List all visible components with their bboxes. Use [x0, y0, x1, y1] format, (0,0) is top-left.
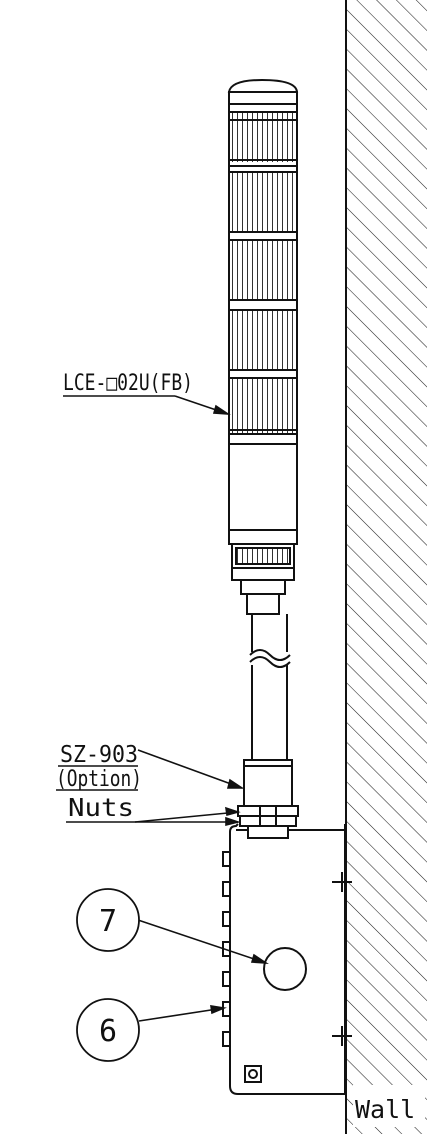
wall — [345, 0, 427, 1134]
signal-tower — [227, 78, 299, 827]
bracket-model-label: SZ-903 — [60, 742, 138, 768]
callout-7-label: 7 — [99, 904, 117, 939]
callout-6-circle — [76, 998, 140, 1062]
nuts-label: Nuts — [68, 793, 134, 822]
model-label: LCE-□02U(FB) — [63, 371, 193, 396]
bracket-option-label: (Option) — [56, 767, 142, 792]
callout-7-circle — [76, 888, 140, 952]
wall-label: Wall — [355, 1095, 415, 1124]
mounting-box — [222, 823, 352, 1095]
leader-lines — [56, 395, 269, 1022]
callout-6-label: 6 — [99, 1014, 117, 1049]
